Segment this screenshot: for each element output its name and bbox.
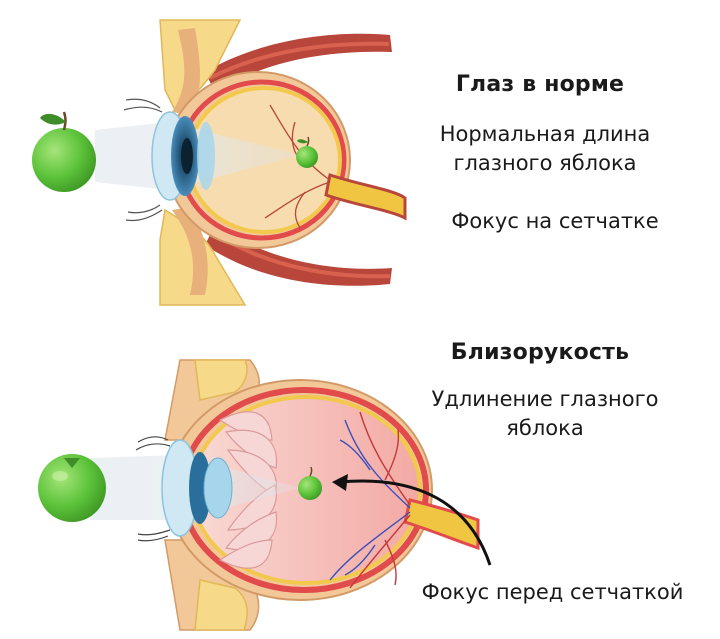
myopia-heading: Близорукость — [450, 340, 630, 365]
normal-eyelashes — [123, 98, 163, 222]
normal-eye-description: Нормальная длина глазного яблока — [400, 120, 690, 178]
myopia-apple-image — [298, 466, 322, 500]
myopia-description-line1: Удлинение глазного — [431, 387, 659, 411]
myopia-focus-label: Фокус перед сетчаткой — [421, 580, 684, 604]
focus-arrow — [339, 479, 492, 566]
normal-lens — [197, 122, 215, 190]
normal-eye-group — [32, 19, 407, 306]
normal-pupil — [181, 138, 193, 174]
normal-eye-focus-label: Фокус на сетчатке — [451, 209, 659, 233]
normal-eye-description-line1: Нормальная длина — [439, 122, 651, 146]
upper-eye-muscle-highlight — [209, 41, 390, 80]
myopia-lens — [203, 457, 233, 519]
upper-eye-muscle — [205, 33, 392, 92]
myopia-blood-vessels — [329, 419, 411, 581]
myopia-iris — [189, 452, 211, 524]
myopia-optic-nerve — [403, 498, 480, 551]
lower-eyelid — [172, 207, 208, 295]
normal-optic-nerve — [324, 173, 407, 221]
normal-apple-image — [296, 136, 318, 168]
normal-eye-heading: Глаз в норме — [455, 72, 625, 97]
myopia-upper-fat — [194, 359, 248, 401]
myopia-eyelashes — [135, 436, 171, 542]
focus-arrow-head — [332, 474, 348, 491]
normal-apple-outside — [32, 111, 96, 192]
myopia-apple-outside — [38, 454, 106, 522]
myopia-eye-group — [38, 359, 492, 631]
myopia-lower-fat — [194, 579, 248, 631]
myopia-description-line2: яблока — [506, 416, 584, 440]
myopia-description: Удлинение глазного яблока — [390, 385, 700, 443]
lower-eye-muscle — [205, 225, 392, 286]
normal-eye-description-line2: глазного яблока — [453, 151, 637, 175]
myopia-arteries — [349, 411, 411, 589]
upper-eyelid — [172, 28, 200, 115]
